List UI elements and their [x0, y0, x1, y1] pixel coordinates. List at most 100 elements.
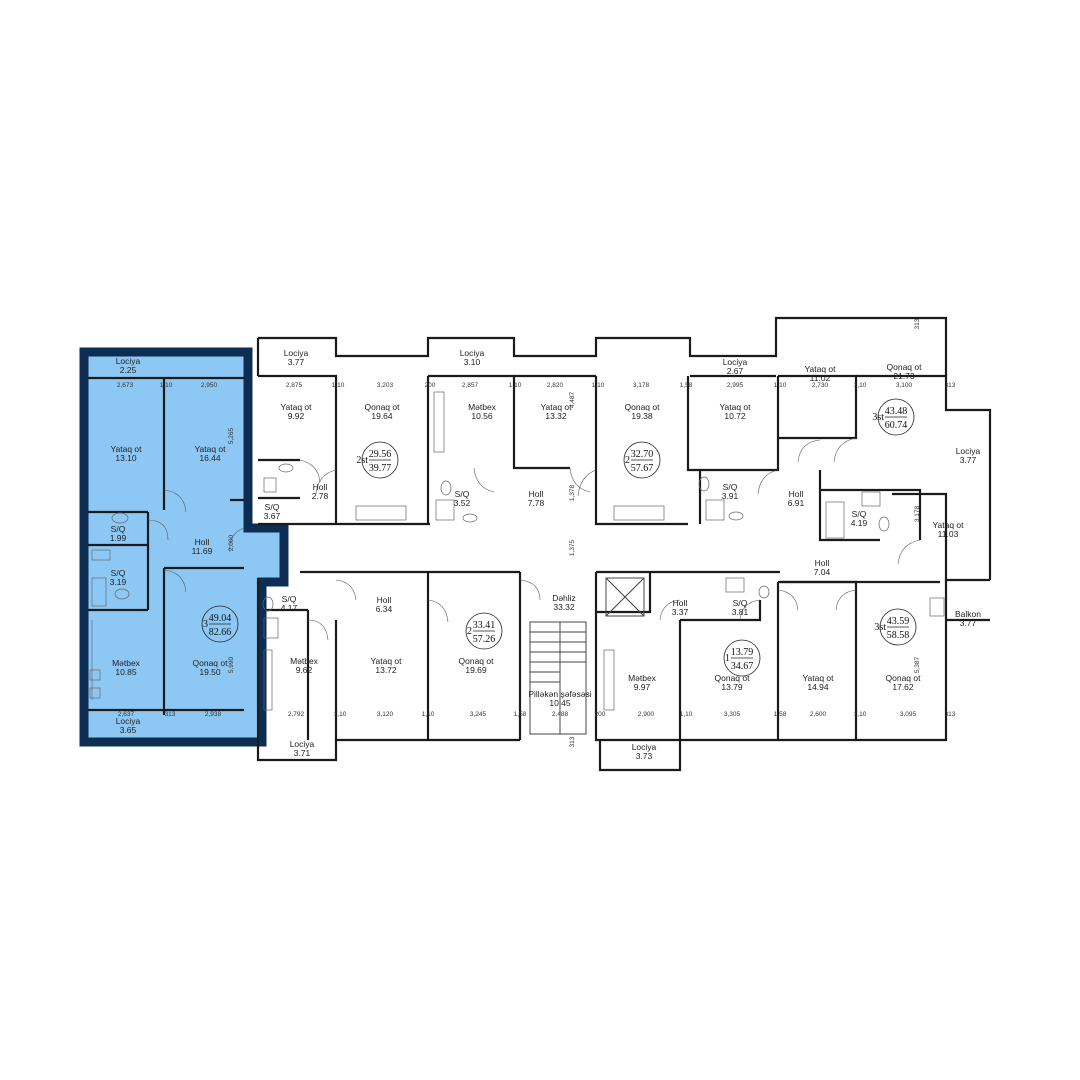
- dimension-label: 200: [425, 382, 436, 389]
- room-area-label: 10.45: [549, 698, 571, 708]
- highlighted-apartment-fixtures: [89, 512, 130, 700]
- room-name-label: Lociya: [290, 739, 315, 749]
- room-area-label: 9.97: [634, 682, 651, 692]
- dimension-label: 313: [945, 382, 956, 389]
- elevator-shaft: [605, 577, 645, 617]
- highlighted-apartment-fill[interactable]: [88, 356, 280, 738]
- dimension-label: 1,58: [774, 711, 787, 718]
- room-area-label: 13.32: [545, 411, 567, 421]
- dimension-label: 3,100: [896, 382, 913, 389]
- room-name-label: Yataq ot: [370, 656, 402, 666]
- room-name-label: Holl: [313, 482, 328, 492]
- room-name-label: Yataq ot: [804, 364, 836, 374]
- dimension-label: 1,10: [509, 382, 522, 389]
- dimension-label: 1,10: [332, 382, 345, 389]
- dimension-label: 2,875: [286, 382, 303, 389]
- dimension-label: 1,10: [774, 382, 787, 389]
- room-name-label: Holl: [673, 598, 688, 608]
- room-area-label: 4.19: [851, 518, 868, 528]
- apartment-living-area: 32.70: [631, 449, 654, 460]
- dimension-label: 2,673: [117, 382, 134, 389]
- dimension-label: 2,000: [228, 534, 235, 551]
- room-name-label: S/Q: [111, 568, 126, 578]
- dimension-label: 1,10: [854, 711, 867, 718]
- room-area-label: 13.72: [375, 665, 397, 675]
- room-name-label: S/Q: [111, 524, 126, 534]
- apartment-total-area: 39.77: [369, 463, 392, 474]
- apartment-badge-circle: [465, 612, 503, 650]
- room-area-label: 3.37: [672, 607, 689, 617]
- room-area-label: 3.67: [264, 511, 281, 521]
- room-area-label: 3.91: [722, 491, 739, 501]
- apartment-badges: 349.0482.662st29.5639.77232.7057.673st43…: [201, 398, 917, 677]
- apartment-badge-circle: [361, 441, 399, 479]
- dimension-label: 2,820: [547, 382, 564, 389]
- apartment-living-area: 33.41: [473, 620, 496, 631]
- room-name-label: Yataq ot: [932, 520, 964, 530]
- highlighted-apartment-walls: [88, 376, 244, 715]
- room-area-label: 9.92: [288, 411, 305, 421]
- apartment-total-area: 57.67: [631, 463, 654, 474]
- room-area-label: 3.10: [464, 357, 481, 367]
- apartment-badge-circle: [877, 398, 915, 436]
- other-doors: [299, 437, 921, 641]
- room-area-label: 7.78: [528, 498, 545, 508]
- apartment-type: 2: [467, 626, 472, 637]
- room-name-label: Mətbex: [628, 673, 657, 683]
- apartment-living-area: 49.04: [209, 613, 232, 624]
- room-area-label: 3.52: [454, 498, 471, 508]
- room-name-label: Qonaq ot: [193, 658, 229, 668]
- apartment-badge-circle: [723, 639, 761, 677]
- dimension-label: 313: [569, 736, 576, 747]
- room-name-label: S/Q: [733, 598, 748, 608]
- highlighted-apartment-border: [79, 347, 289, 747]
- dimension-label: 2,900: [638, 711, 655, 718]
- room-name-label: Yataq ot: [719, 402, 751, 412]
- room-area-label: 6.34: [376, 604, 393, 614]
- apartment-type: 3st: [872, 412, 884, 423]
- room-name-label: Qonaq ot: [625, 402, 661, 412]
- room-name-label: Lociya: [632, 742, 657, 752]
- room-area-label: 14.94: [807, 682, 829, 692]
- apartment-total-area: 34.67: [731, 661, 754, 672]
- dimension-label: 1,10: [334, 711, 347, 718]
- apartment-type: 3st: [874, 622, 886, 633]
- room-name-label: Qonaq ot: [715, 673, 751, 683]
- dimension-label: 313: [914, 318, 921, 329]
- dimension-label: 2,600: [810, 711, 827, 718]
- dimension-label: 2,792: [288, 711, 305, 718]
- room-name-label: Holl: [789, 489, 804, 499]
- room-area-label: 17.62: [892, 682, 914, 692]
- room-area-label: 3.77: [960, 618, 977, 628]
- room-name-label: Yataq ot: [194, 444, 226, 454]
- apartment-living-area: 43.59: [887, 616, 910, 627]
- room-area-label: 33.32: [553, 602, 575, 612]
- dimension-label: 5,990: [228, 656, 235, 673]
- room-name-label: Lociya: [116, 356, 141, 366]
- other-fixtures: [262, 391, 945, 711]
- room-area-label: 3.71: [294, 748, 311, 758]
- room-area-label: 10.72: [724, 411, 746, 421]
- dimension-label: 5,265: [228, 427, 235, 444]
- room-area-label: 6.91: [788, 498, 805, 508]
- room-name-label: Holl: [529, 489, 544, 499]
- room-area-label: 9.62: [296, 665, 313, 675]
- dimension-label: 1,10: [592, 382, 605, 389]
- room-area-label: 21.73: [893, 371, 915, 381]
- room-name-label: Mətbex: [290, 656, 319, 666]
- apartment-type: 3: [203, 619, 208, 630]
- room-name-label: Mətbex: [112, 658, 141, 668]
- room-area-label: 4.17: [281, 603, 298, 613]
- dimension-label: 4,487: [569, 391, 576, 408]
- dimension-label: 2,730: [812, 382, 829, 389]
- dimension-label: 1,58: [514, 711, 527, 718]
- room-area-label: 1.99: [110, 533, 127, 543]
- room-name-label: Yataq ot: [540, 402, 572, 412]
